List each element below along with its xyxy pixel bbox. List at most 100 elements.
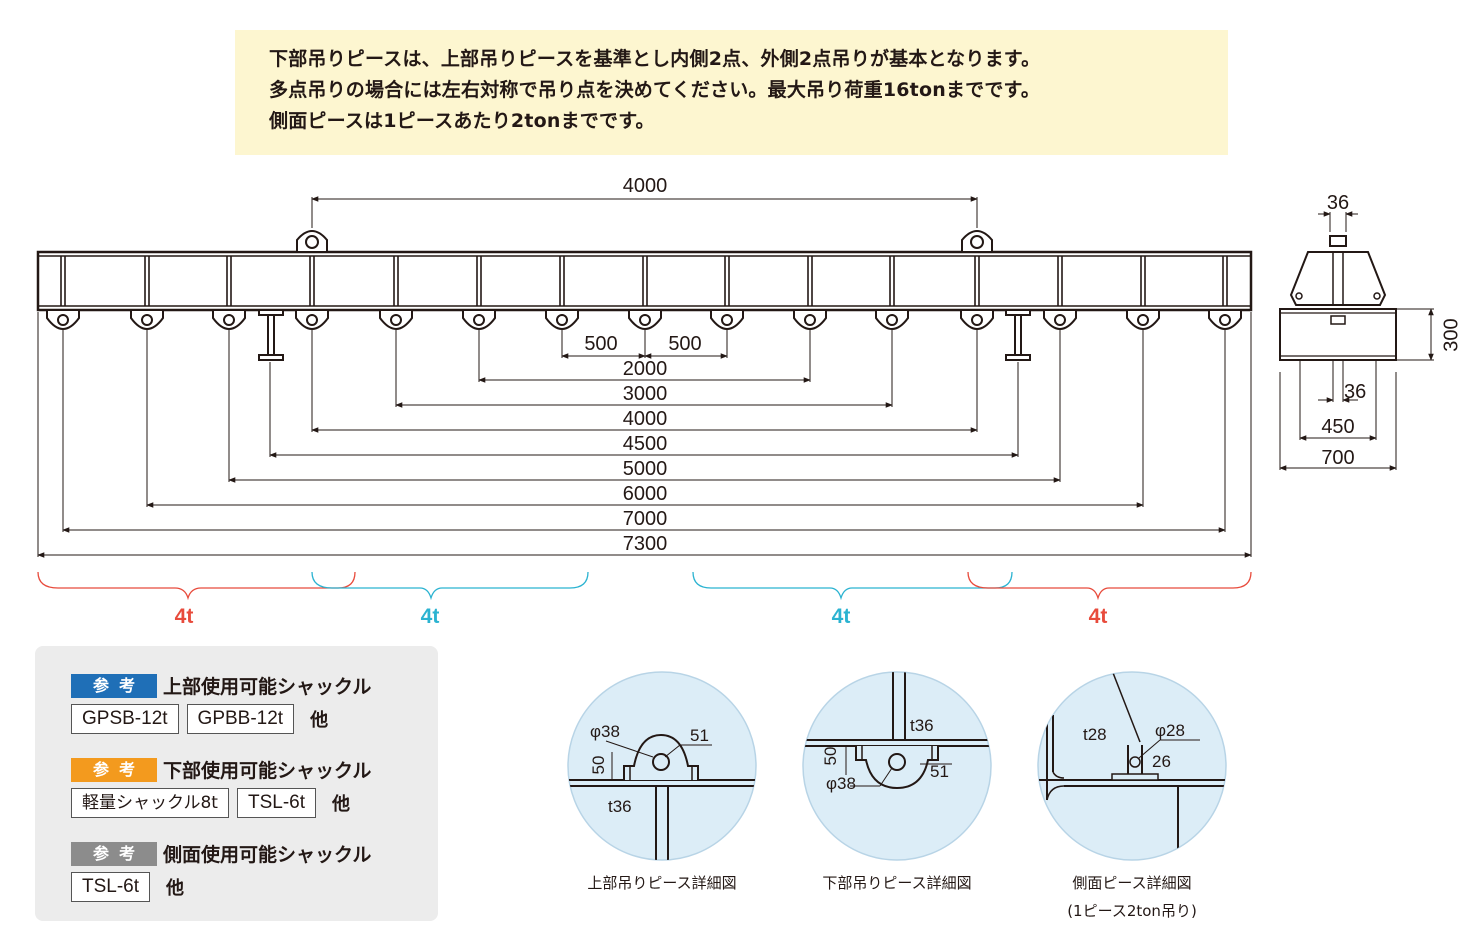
lower-lift-piece-hole xyxy=(721,314,733,326)
product-light-shackle-8t: 軽量シャックル8t xyxy=(71,788,229,818)
lower-lift-piece-hole xyxy=(1137,314,1149,326)
upper-caption: 上部吊りピース詳細図 xyxy=(587,874,736,892)
lower-lift-piece xyxy=(545,309,579,330)
lower-lift-piece-hole xyxy=(886,314,898,326)
dimension-lines xyxy=(37,196,1252,558)
note-line-2: 多点吊りの場合には左右対称で吊り点を決めてください。最大吊り荷重16tonまでで… xyxy=(269,79,1041,101)
detail-upper-piece: φ38 51 50 t36 上部吊りピース詳細図 xyxy=(567,671,757,892)
side-t28: t28 xyxy=(1083,725,1107,744)
dim-7000: 7000 xyxy=(623,508,668,530)
side-dim-36-bottom: 36 xyxy=(1344,381,1366,403)
dimension-labels: 4000 500 500 2000 3000 4000 4500 5000 60… xyxy=(584,175,701,555)
lower-phi: φ38 xyxy=(826,774,856,793)
upper-phi: φ38 xyxy=(590,722,620,741)
dim-500-left: 500 xyxy=(584,333,617,355)
side-piece-right xyxy=(1005,309,1031,361)
reference-box: 参考 上部使用可能シャックル GPSB-12t GPBB-12t 他 参考 下部… xyxy=(35,646,438,921)
reference-badge-lower: 参考 xyxy=(71,757,157,782)
detail-lower-piece: t36 50 φ38 51 下部吊りピース詳細図 xyxy=(802,671,992,892)
brace-right-blue xyxy=(692,571,1013,601)
lower-lift-piece xyxy=(1043,309,1077,330)
lower-lift-piece-hole xyxy=(804,314,816,326)
brace-right-red xyxy=(967,571,1252,601)
lower-lift-piece-hole xyxy=(971,314,983,326)
side-dim-450: 450 xyxy=(1321,416,1354,438)
note-line-1: 下部吊りピースは、上部吊りピースを基準とし内側2点、外側2点吊りが基本となります… xyxy=(269,48,1041,70)
lower-lift-piece xyxy=(1126,309,1160,330)
lower-caption: 下部吊りピース詳細図 xyxy=(822,874,971,892)
lower-lift-pieces xyxy=(46,309,1242,330)
load-labels: 4t 4t 4t 4t xyxy=(175,605,1108,628)
upper-lift-piece-left xyxy=(296,230,328,253)
reference-side-other: 他 xyxy=(166,878,185,899)
lower-lift-piece xyxy=(1208,309,1242,330)
lower-lift-piece xyxy=(379,309,413,330)
lower-lift-piece xyxy=(628,309,662,330)
lower-t36: t36 xyxy=(910,716,934,735)
upper-lift-piece-right xyxy=(961,230,993,253)
note-line-3: 側面ピースは1ピースあたり2tonまでです。 xyxy=(269,110,655,132)
product-tsl-6t-side: TSL-6t xyxy=(71,872,151,902)
lower-lift-piece-hole xyxy=(223,314,235,326)
product-tsl-6t-lower: TSL-6t xyxy=(236,788,317,818)
lower-lift-piece xyxy=(875,309,909,330)
lower-lift-piece xyxy=(960,309,994,330)
product-gpsb-12t: GPSB-12t xyxy=(71,704,179,734)
side-phi: φ28 xyxy=(1155,721,1185,740)
reference-badge-upper: 参考 xyxy=(71,673,157,698)
dim-4500: 4500 xyxy=(623,433,668,455)
reference-title-lower: 下部使用可能シャックル xyxy=(163,760,372,782)
side-caption-2: (1ピース2ton吊り) xyxy=(1067,902,1197,920)
lower-lift-piece xyxy=(462,309,496,330)
dim-5000: 5000 xyxy=(623,458,668,480)
lower-lift-piece-hole xyxy=(306,314,318,326)
lower-lift-piece-hole xyxy=(141,314,153,326)
side-26: 26 xyxy=(1152,752,1171,771)
beam-body xyxy=(36,250,1253,312)
reference-title-side: 側面使用可能シャックル xyxy=(163,844,372,866)
dim-3000: 3000 xyxy=(623,383,668,405)
lower-lift-piece xyxy=(130,309,164,330)
lower-lift-piece xyxy=(793,309,827,330)
side-dim-36-top: 36 xyxy=(1327,192,1349,214)
beam-stiffeners xyxy=(60,256,1228,306)
dim-4000: 4000 xyxy=(623,408,668,430)
dim-7300: 7300 xyxy=(623,533,668,555)
brace-left-red xyxy=(37,571,356,601)
lower-lift-piece-hole xyxy=(639,314,651,326)
lower-lift-piece xyxy=(46,309,80,330)
dim-2000: 2000 xyxy=(623,358,668,380)
side-caption: 側面ピース詳細図 xyxy=(1072,874,1191,892)
brace-left-blue xyxy=(311,571,589,601)
note-box: 下部吊りピースは、上部吊りピースを基準とし内側2点、外側2点吊りが基本となります… xyxy=(235,30,1228,155)
reference-badge-side: 参考 xyxy=(71,841,157,866)
lower-lift-piece-hole xyxy=(390,314,402,326)
lower-lift-piece-hole xyxy=(57,314,69,326)
lower-lift-piece xyxy=(295,309,329,330)
load-left-blue: 4t xyxy=(421,605,440,628)
dim-6000: 6000 xyxy=(623,483,668,505)
reference-lower-header: 参考 下部使用可能シャックル xyxy=(71,756,371,783)
reference-side-header: 参考 側面使用可能シャックル xyxy=(71,840,371,867)
detail-side-piece: t28 φ28 26 側面ピース詳細図 (1ピース2ton吊り) xyxy=(1037,671,1227,920)
reference-upper-items: GPSB-12t GPBB-12t 他 xyxy=(71,704,328,734)
lower-lift-piece-hole xyxy=(1219,314,1231,326)
reference-upper-header: 参考 上部使用可能シャックル xyxy=(71,672,371,699)
upper-50: 50 xyxy=(589,756,608,775)
lower-lift-piece-hole xyxy=(1054,314,1066,326)
side-dim-700: 700 xyxy=(1321,447,1354,469)
side-dim-300: 300 xyxy=(1440,318,1462,351)
reference-side-items: TSL-6t 他 xyxy=(71,872,184,902)
load-braces xyxy=(37,571,1252,601)
side-view-labels: 36 300 36 450 700 xyxy=(1321,192,1462,469)
lower-lift-piece xyxy=(212,309,246,330)
lower-lift-piece xyxy=(710,309,744,330)
side-view xyxy=(1279,211,1434,471)
dim-top-4000: 4000 xyxy=(623,175,668,197)
reference-lower-items: 軽量シャックル8t TSL-6t 他 xyxy=(71,788,350,818)
side-piece-left xyxy=(258,309,284,361)
reference-upper-other: 他 xyxy=(310,710,329,731)
product-gpbb-12t: GPBB-12t xyxy=(186,704,295,734)
reference-lower-other: 他 xyxy=(332,794,351,815)
